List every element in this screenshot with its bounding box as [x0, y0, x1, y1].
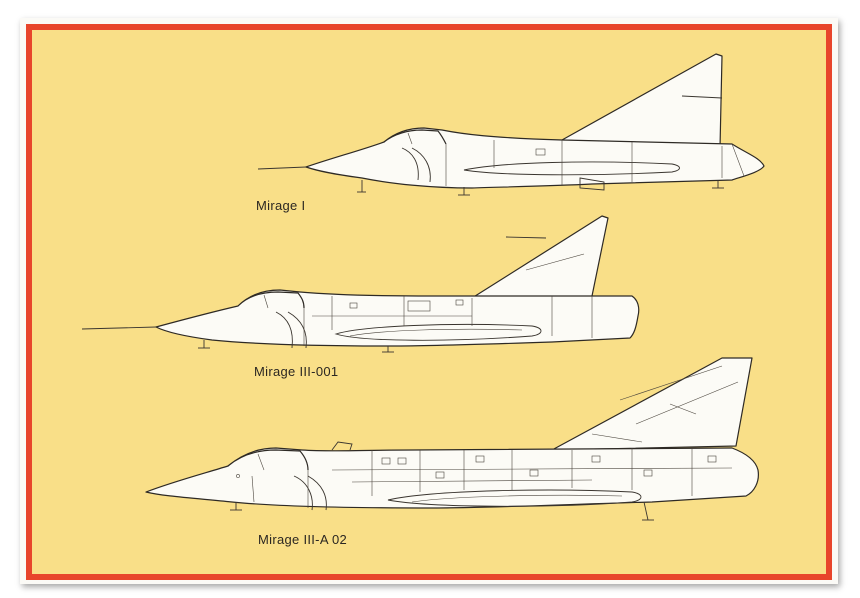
- illustration-card: Mirage I Mirage III-001 Mirage III-A 02: [20, 18, 838, 584]
- mirage-iii-001-drawing: [81, 215, 640, 353]
- caption-mirage-i: Mirage I: [256, 198, 306, 213]
- illustration-frame: Mirage I Mirage III-001 Mirage III-A 02: [26, 24, 832, 580]
- caption-mirage-iii-a-02: Mirage III-A 02: [258, 532, 348, 547]
- caption-mirage-iii-001: Mirage III-001: [254, 364, 339, 379]
- mirage-i-drawing: [257, 53, 765, 196]
- mirage-iii-a-02-drawing: [145, 357, 759, 521]
- aircraft-profiles: [81, 53, 765, 521]
